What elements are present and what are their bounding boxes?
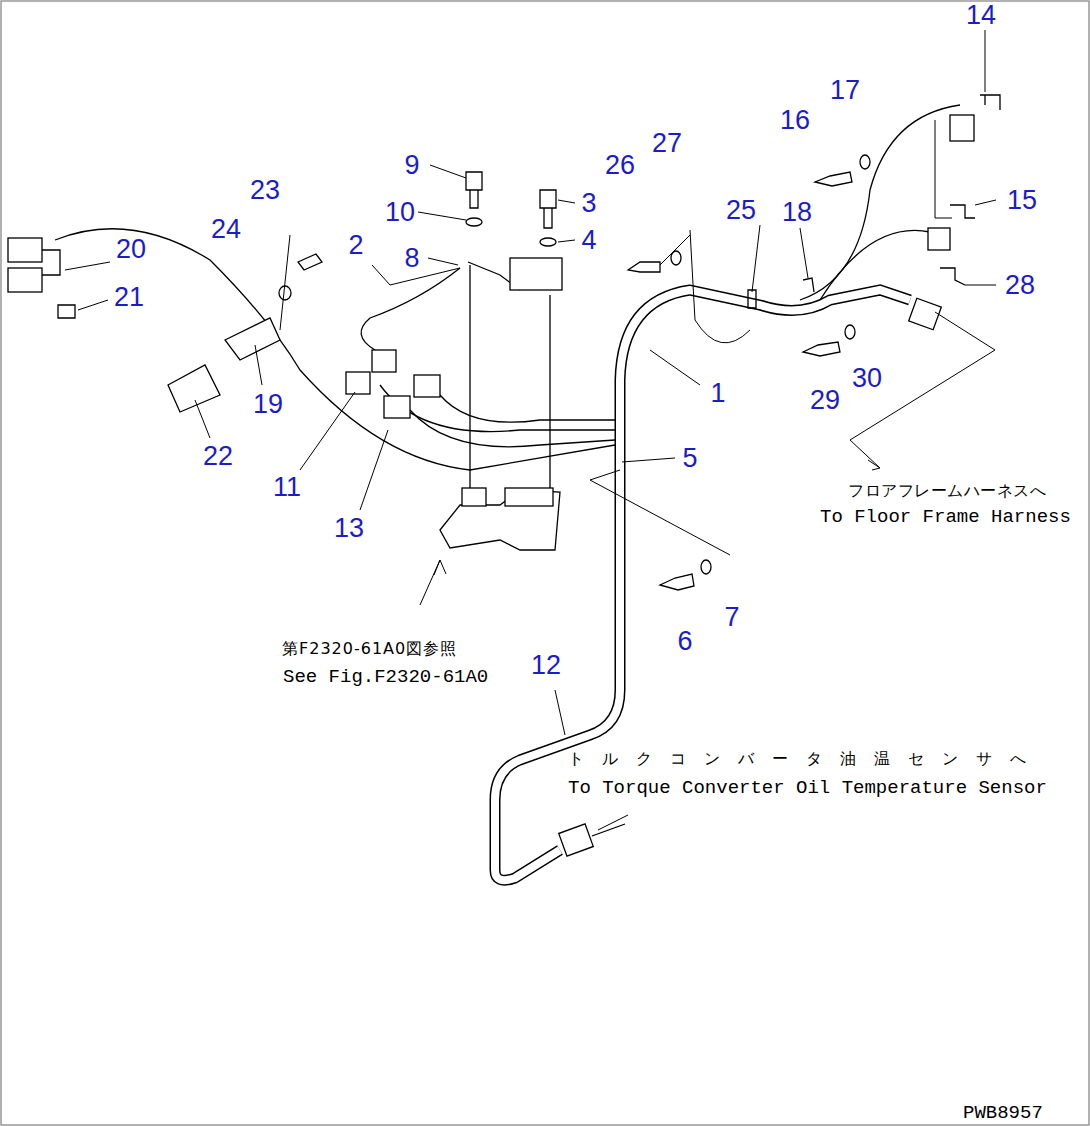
note-text: PWB8957 (963, 1103, 1043, 1124)
callout-number: 30 (852, 365, 882, 392)
callout-number: 14 (966, 2, 996, 29)
note-text: To Torque Converter Oil Temperature Sens… (568, 778, 1047, 799)
callout-number: 29 (810, 387, 840, 414)
leader-lines (65, 30, 996, 830)
callout-number: 18 (782, 199, 812, 226)
callout-number: 8 (404, 245, 419, 272)
callout-number: 4 (581, 227, 596, 254)
callout-number: 1 (710, 380, 725, 407)
callout-number: 23 (250, 177, 280, 204)
bolts (279, 155, 870, 590)
callout-number: 28 (1005, 272, 1035, 299)
callout-number: 5 (682, 445, 697, 472)
callout-number: 27 (652, 130, 682, 157)
callout-number: 10 (385, 199, 415, 226)
callout-number: 16 (780, 107, 810, 134)
callout-number: 21 (114, 284, 144, 311)
relay-bracket (361, 258, 562, 550)
callout-number: 26 (605, 152, 635, 179)
callout-number: 6 (677, 628, 692, 655)
note-text-japanese: フロアフレームハーネスへ (848, 482, 1046, 500)
note-text-japanese: トルクコンバータ油温センサへ (568, 750, 1044, 768)
note-text: To Floor Frame Harness (820, 507, 1071, 528)
callout-number: 25 (726, 197, 756, 224)
callout-number: 11 (273, 474, 301, 501)
callout-number: 12 (531, 652, 561, 679)
callout-number: 3 (581, 190, 596, 217)
callout-number: 15 (1007, 187, 1037, 214)
callout-number: 19 (253, 391, 283, 418)
wire-harness (8, 229, 615, 470)
callout-number: 24 (211, 216, 241, 243)
callout-number: 17 (830, 77, 860, 104)
callout-number: 13 (334, 515, 364, 542)
callout-number: 20 (116, 236, 146, 263)
callout-number: 9 (404, 152, 419, 179)
callout-number: 7 (724, 604, 739, 631)
callout-number: 2 (348, 232, 363, 259)
branch-wires (748, 95, 1000, 308)
note-text: See Fig.F2320-61A0 (283, 667, 488, 688)
callout-number: 22 (203, 443, 233, 470)
note-text-japanese: 第F2320-61A0図参照 (282, 640, 457, 658)
